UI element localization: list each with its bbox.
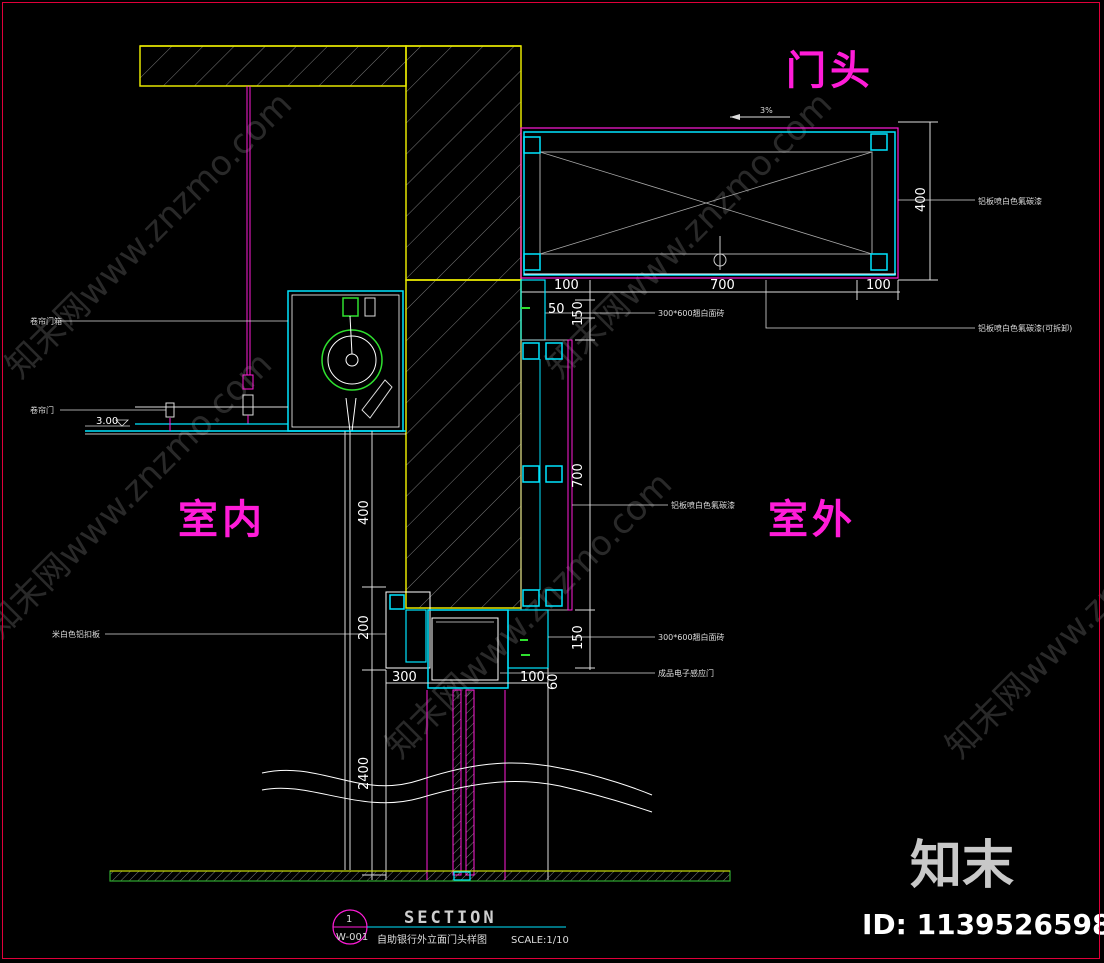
canopy-box bbox=[520, 127, 899, 279]
watermark-diag-5: 知末网www.znzmo.com bbox=[938, 464, 1104, 766]
dim-2400-label: 2400 bbox=[357, 757, 372, 790]
dim-150-top-label: 150 bbox=[571, 301, 586, 326]
label-canopy: 门头 bbox=[786, 48, 874, 94]
note-tile-b: 300*600翘白面砖 bbox=[658, 632, 725, 642]
dim-100-a-label: 100 bbox=[554, 278, 579, 293]
slope-label: 3% bbox=[760, 106, 773, 115]
slope-indicator: 3% bbox=[730, 106, 790, 120]
level-label: 3.00 bbox=[96, 416, 118, 427]
note-tile-a: 300*600翘白面砖 bbox=[658, 308, 725, 318]
canopy-annotations: 铝板喷白色氟碳漆 铝板喷白色氟碳漆(可拆卸) 300*600翘白面砖 bbox=[545, 196, 1072, 333]
watermark-id: ID: 1139526598 bbox=[862, 908, 1104, 941]
dim-700-top-label: 700 bbox=[710, 278, 735, 293]
watermark-diag-1: 知末网www.znzmo.com bbox=[0, 84, 300, 386]
shutter-box bbox=[287, 290, 404, 432]
label-outdoor: 室外 bbox=[768, 497, 856, 543]
dim-60-label: 60 bbox=[546, 673, 561, 690]
ceiling-line: 3.00 bbox=[85, 402, 406, 435]
dim-400-left-label: 400 bbox=[357, 500, 372, 525]
dim-200-label: 200 bbox=[357, 615, 372, 640]
title-number: 1 bbox=[346, 914, 352, 925]
dim-100-c-label: 100 bbox=[520, 670, 545, 685]
break-lines bbox=[261, 762, 653, 813]
door-header: 300 100 60 bbox=[385, 591, 561, 690]
ground-line bbox=[109, 870, 731, 882]
watermark-brand: 知末 bbox=[910, 836, 1014, 896]
dim-700-right-label: 700 bbox=[571, 463, 586, 488]
dim-50-label: 50 bbox=[548, 302, 565, 317]
outside-annotations: 铝板喷白色氟碳漆 300*600翘白面砖 成品电子感应门 bbox=[500, 500, 735, 678]
note-panel-mid: 铝板喷白色氟碳漆 bbox=[671, 500, 735, 510]
dim-left: 400 200 2400 bbox=[357, 431, 386, 880]
title-block: 1 W-001 SECTION 自助银行外立面门头样图 SCALE:1/10 bbox=[332, 908, 569, 946]
dim-outside-right: 50 150 700 150 bbox=[548, 280, 595, 670]
note-canopy-bottom: 铝板喷白色氟碳漆(可拆卸) bbox=[978, 323, 1072, 333]
dim-100-b-label: 100 bbox=[866, 278, 891, 293]
diagonal-watermarks: 知末网www.znzmo.com 知末网www.znzmo.com 知末网www… bbox=[0, 84, 1104, 766]
dim-300-label: 300 bbox=[392, 670, 417, 685]
label-indoor: 室内 bbox=[178, 497, 266, 543]
title-subtitle: 自助银行外立面门头样图 bbox=[377, 933, 487, 946]
indoor-annotations: 卷帘门箱 卷帘门 米白色铝扣板 bbox=[30, 316, 386, 639]
note-shutter-box: 卷帘门箱 bbox=[30, 316, 62, 326]
watermark-diag-3: 知末网www.znzmo.com bbox=[0, 344, 280, 646]
hanger-rod bbox=[242, 86, 254, 424]
concrete-structure bbox=[139, 45, 522, 609]
dim-canopy-bottom: 100 700 100 bbox=[521, 278, 900, 300]
dim-400-label: 400 bbox=[914, 187, 929, 212]
note-canopy-top: 铝板喷白色氟碳漆 bbox=[978, 196, 1042, 206]
title-scale: SCALE:1/10 bbox=[511, 935, 569, 946]
title-sheet: W-001 bbox=[336, 932, 368, 943]
note-shutter-door: 卷帘门 bbox=[30, 405, 54, 415]
note-sensor-door: 成品电子感应门 bbox=[658, 668, 714, 678]
door-rods bbox=[344, 431, 549, 880]
dim-400-canopy: 400 bbox=[898, 121, 938, 281]
note-ceiling-board: 米白色铝扣板 bbox=[52, 629, 100, 639]
dim-150-bottom-label: 150 bbox=[571, 625, 586, 650]
title-section: SECTION bbox=[404, 908, 497, 928]
watermark-diag-2: 知末网www.znzmo.com bbox=[538, 84, 840, 386]
